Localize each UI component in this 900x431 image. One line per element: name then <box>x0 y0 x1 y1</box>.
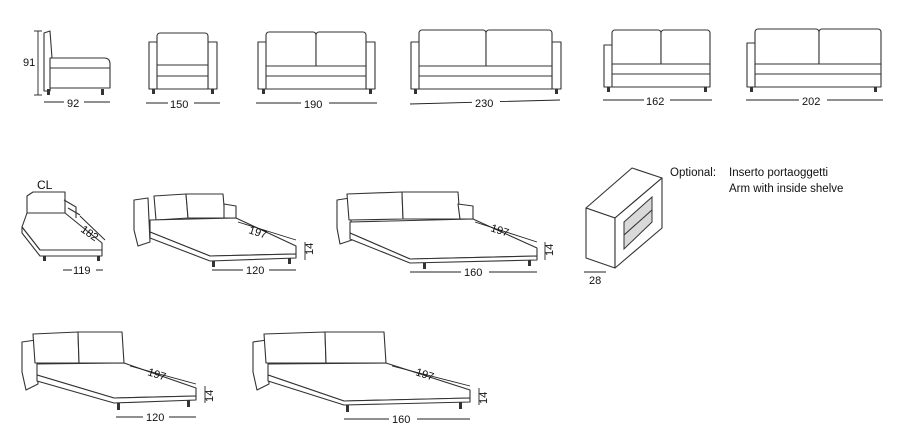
chair-depth-label: 92 <box>67 98 79 110</box>
arm-with-shelf <box>584 167 663 273</box>
chair-height-label: 91 <box>23 57 35 69</box>
bed-120-r3-width-label: 120 <box>146 412 164 424</box>
sofa-bed-160-open-row3 <box>252 331 480 425</box>
bed-120-height-label: 14 <box>304 243 316 255</box>
bed-120-width-label: 120 <box>246 265 264 277</box>
bed-160-r3-height-label: 14 <box>478 392 490 404</box>
sofa-230-front <box>409 29 562 108</box>
sofa-162-width-label: 162 <box>646 96 664 108</box>
armchair-front <box>146 32 220 109</box>
sofa-190-front <box>256 31 377 109</box>
sofa-bed-120-open <box>133 193 306 276</box>
side-view-chair <box>34 30 111 108</box>
sofa-230-width-label: 230 <box>475 98 493 110</box>
bed-120-r3-length-label: 197 <box>146 366 167 383</box>
optional-note: Optional: Inserto portaoggetti Arm with … <box>670 167 843 195</box>
optional-line-1: Inserto portaoggetti <box>729 167 828 179</box>
armchair-width-label: 150 <box>170 99 188 111</box>
sofa-202-front <box>746 28 883 106</box>
sofa-bed-160-open <box>336 191 546 278</box>
cl-label: CL <box>37 178 53 192</box>
optional-line-2: Arm with inside shelve <box>729 183 843 195</box>
bed-160-length-label: 197 <box>489 222 510 239</box>
optional-label: Optional: <box>670 167 716 179</box>
bed-160-r3-length-label: 197 <box>414 366 435 383</box>
bed-120-length-label: 197 <box>247 224 268 241</box>
cl-width-label: 119 <box>73 265 91 277</box>
bed-160-height-label: 14 <box>544 244 556 256</box>
sofa-bed-120-open-row3 <box>21 331 206 423</box>
sofa-190-width-label: 190 <box>304 99 322 111</box>
sofa-162-front <box>603 29 712 106</box>
bed-160-r3-width-label: 160 <box>392 414 410 426</box>
bed-160-width-label: 160 <box>464 267 482 279</box>
sofa-202-width-label: 202 <box>802 96 820 108</box>
arm-depth-label: 28 <box>589 275 601 287</box>
bed-120-r3-height-label: 14 <box>204 390 216 402</box>
cl-chaise-module <box>21 191 106 276</box>
